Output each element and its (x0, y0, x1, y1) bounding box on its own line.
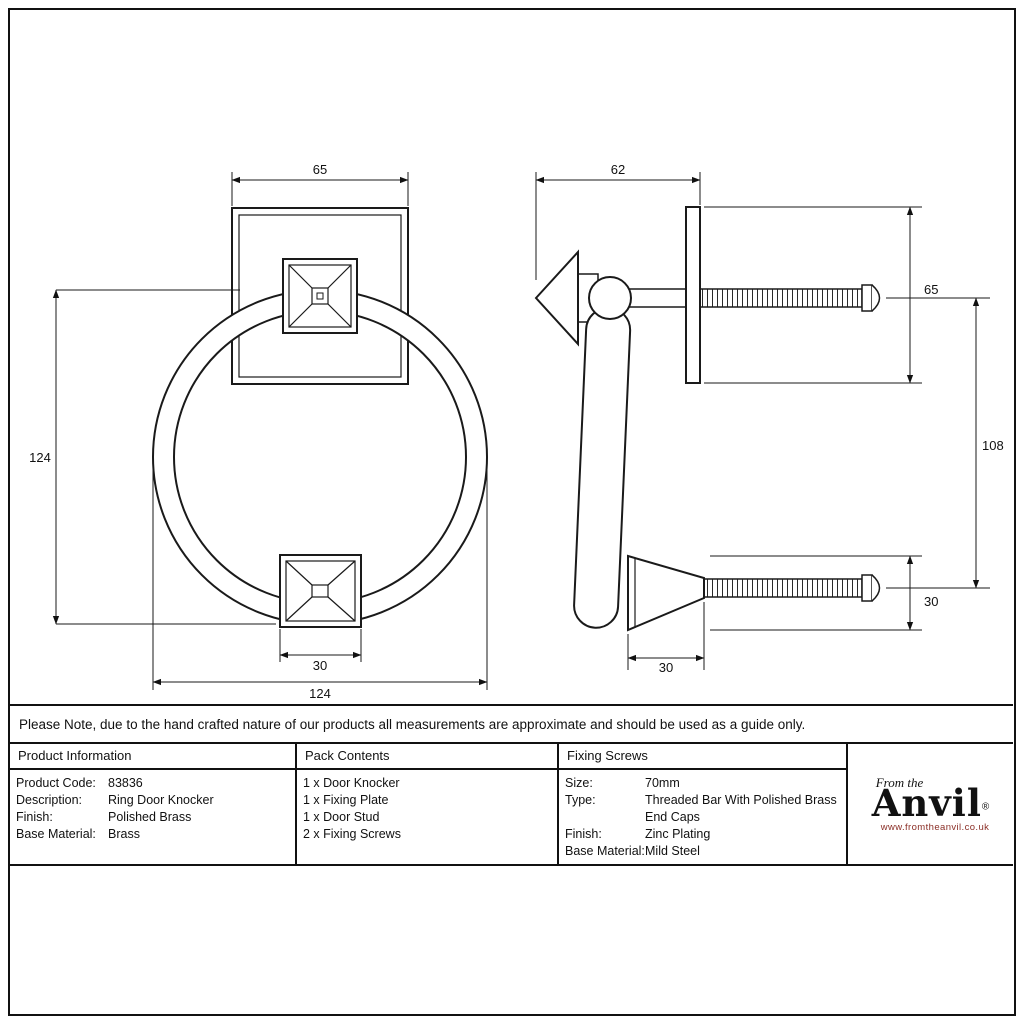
side-pivot-cone (534, 249, 579, 347)
front-door-stud (279, 554, 362, 628)
table-row: Product Code: 83836 (16, 775, 289, 792)
table-row: Finish: Zinc Plating (565, 826, 840, 843)
table-row: Base Material: Brass (16, 826, 289, 843)
fixing-screws-cell: Size: 70mm Type: Threaded Bar With Polis… (559, 770, 848, 864)
list-item: 1 x Door Knocker (303, 776, 400, 790)
side-door-stud (627, 554, 705, 632)
product-info-table: Product Information Pack Contents Fixing… (10, 744, 1013, 866)
measurement-note: Please Note, due to the hand crafted nat… (10, 704, 1013, 744)
front-pivot-stud (282, 258, 358, 334)
header-fixing-screws: Fixing Screws (559, 744, 848, 770)
logo-anvil: Anvil (871, 781, 982, 825)
front-ring (152, 289, 489, 625)
front-view: 65 124 30 124 (29, 162, 489, 701)
row-label: Size: (565, 776, 593, 790)
row-value: 83836 (108, 776, 143, 790)
row-value: Threaded Bar With Polished Brass End Cap… (645, 793, 837, 824)
front-dimensions (52, 172, 488, 690)
technical-drawing: 65 124 30 124 (29, 162, 1004, 701)
side-top-end-cap (871, 284, 881, 312)
dim-side-plate-height: 65 (924, 282, 938, 297)
note-text: Please Note, due to the hand crafted nat… (19, 716, 806, 732)
row-value: Mild Steel (645, 844, 700, 858)
side-fixing-plate (685, 206, 701, 384)
table-row: Description: Ring Door Knocker (16, 792, 289, 809)
side-view: 62 65 108 30 30 (534, 162, 1004, 675)
table-row: Base Material: Mild Steel (565, 843, 840, 860)
table-row: Size: 70mm (565, 775, 840, 792)
list-item: 1 x Door Stud (303, 810, 380, 824)
row-label: Product Code: (16, 776, 96, 790)
pack-contents-cell: 1 x Door Knocker 1 x Fixing Plate 1 x Do… (297, 770, 559, 864)
row-value: Brass (108, 827, 140, 841)
brand-logo: From the Anvil® www.fromtheanvil.co.uk (848, 744, 1013, 864)
side-ring-profile (573, 306, 632, 629)
logo-url: www.fromtheanvil.co.uk (880, 822, 990, 833)
dim-side-stud-height: 30 (924, 594, 938, 609)
side-bottom-threaded-bar (703, 578, 863, 598)
sheet-frame: 65 124 30 124 (8, 8, 1016, 1016)
row-value: 70mm (645, 776, 680, 790)
dim-front-width-top: 65 (313, 162, 327, 177)
dim-side-depth: 62 (611, 162, 625, 177)
logo-from-the: From the (875, 775, 924, 790)
side-dimensions (535, 172, 990, 670)
product-information-cell: Product Code: 83836 Description: Ring Do… (10, 770, 297, 864)
dim-side-stud-depth: 30 (659, 660, 673, 675)
row-label: Base Material: (16, 827, 96, 841)
dim-front-stud-width: 30 (313, 658, 327, 673)
table-row: Type: Threaded Bar With Polished Brass E… (565, 792, 840, 826)
dim-front-height: 124 (29, 450, 51, 465)
dim-front-width-bottom: 124 (309, 686, 331, 701)
row-value: Ring Door Knocker (108, 793, 214, 807)
row-label: Finish: (565, 827, 602, 841)
side-bottom-end-cap (871, 574, 881, 602)
list-item: 2 x Fixing Screws (303, 827, 401, 841)
side-top-threaded-bar (699, 288, 863, 308)
side-pivot-pin (588, 276, 632, 320)
dim-side-screw-centres: 108 (982, 438, 1004, 453)
row-value: Polished Brass (108, 810, 192, 824)
row-label: Type: (565, 793, 596, 807)
header-pack-contents: Pack Contents (297, 744, 559, 770)
list-item: 1 x Fixing Plate (303, 793, 389, 807)
row-label: Finish: (16, 810, 53, 824)
row-value: Zinc Plating (645, 827, 711, 841)
logo-registered-mark: ® (981, 801, 990, 813)
row-label: Base Material: (565, 844, 645, 858)
front-fixing-plate (231, 207, 409, 385)
header-product-information: Product Information (10, 744, 297, 770)
row-label: Description: (16, 793, 82, 807)
table-row: Finish: Polished Brass (16, 809, 289, 826)
